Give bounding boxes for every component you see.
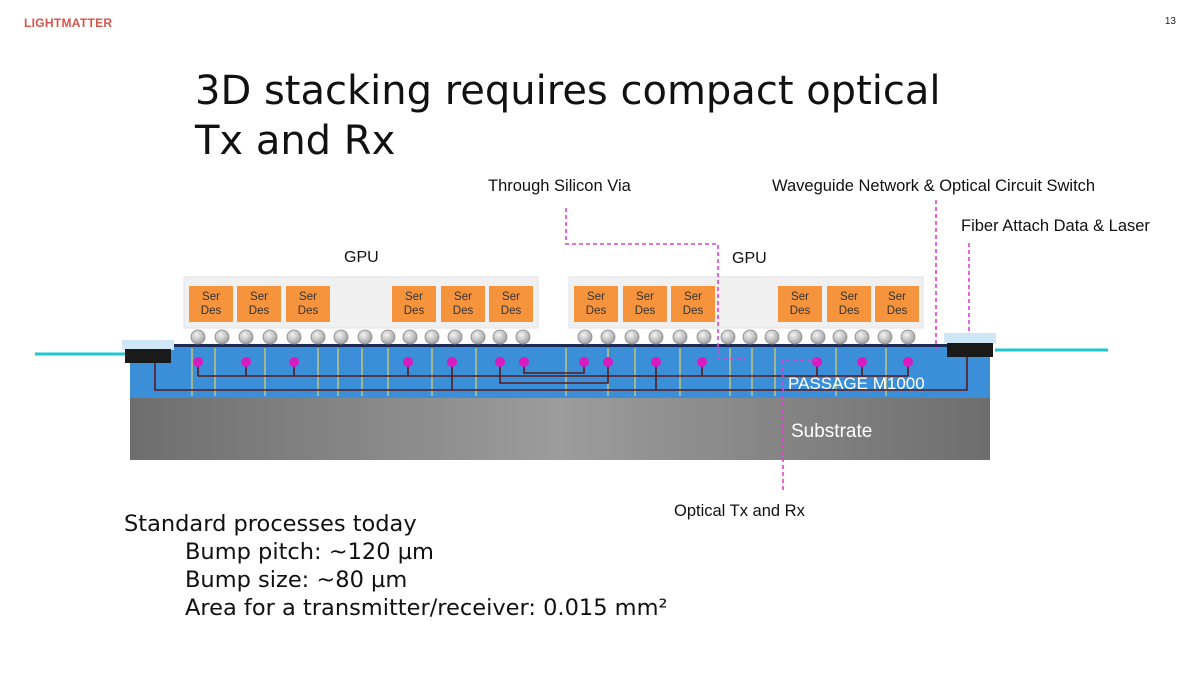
lightmatter-logo: LIGHTMATTER	[24, 16, 113, 30]
optical-node-group	[193, 357, 913, 367]
optical-leader	[782, 359, 817, 490]
note-item: Bump size: ~80 µm	[185, 567, 408, 593]
bump-row	[190, 329, 916, 345]
process-notes: Standard processes today Bump pitch: ~12…	[124, 510, 668, 622]
page-number: 13	[1164, 16, 1176, 27]
interposer-top-edge	[130, 344, 990, 347]
fiber-attach-left-cap	[122, 340, 174, 350]
tsv-leader	[565, 208, 746, 360]
callout-leaders	[565, 200, 970, 490]
waveguide-callout: Waveguide Network & Optical Circuit Swit…	[772, 177, 1096, 195]
gpu-label-right: GPU	[732, 250, 767, 267]
fiber-callout: Fiber Attach Data & Laser	[961, 217, 1150, 235]
note-item: Area for a transmitter/receiver: 0.015 m…	[185, 595, 668, 621]
slide-title-line-2: Tx and Rx	[195, 118, 396, 164]
gpu-label-left: GPU	[344, 249, 379, 266]
fiber-attach-right	[947, 343, 993, 357]
fiber-attach-right-cap	[944, 333, 996, 343]
substrate-layer	[130, 398, 990, 460]
slide-title-line-1: 3D stacking requires compact optical	[195, 68, 941, 114]
tsv-group	[191, 348, 887, 396]
optical-callout: Optical Tx and Rx	[674, 502, 805, 520]
interposer-label: PASSAGE M1000	[788, 374, 925, 393]
note-item: Bump pitch: ~120 µm	[185, 539, 434, 565]
slide-title: 3D stacking requires compact optical Tx …	[195, 66, 955, 166]
tsv-callout: Through Silicon Via	[488, 177, 631, 195]
substrate-label: Substrate	[791, 421, 873, 442]
notes-heading: Standard processes today	[124, 511, 417, 537]
fiber-attach-left	[125, 349, 171, 363]
